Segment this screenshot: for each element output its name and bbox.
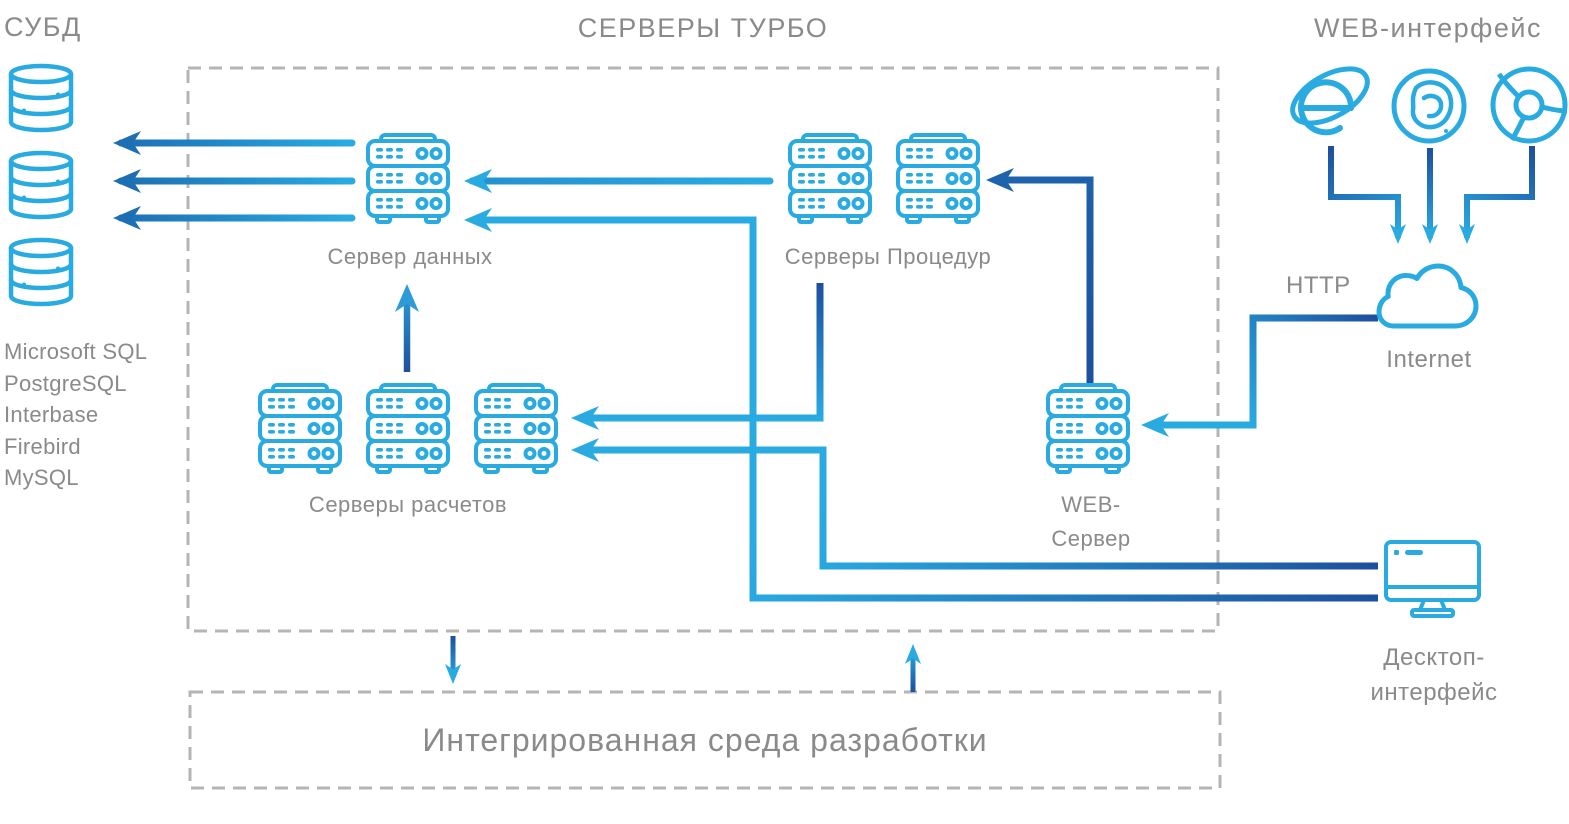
arrow-procservers-to-calcservers: [571, 283, 824, 430]
ide-label: Интегрированная среда разработки: [422, 722, 988, 758]
cloud-icon: [1376, 263, 1479, 329]
arrow-chrome-to-internet: [1459, 146, 1535, 244]
turbo-servers-dashed-box: [186, 66, 1220, 633]
web-server-label: WEB- Сервер: [1051, 488, 1130, 556]
ie-browser-icon: [1290, 66, 1370, 136]
monitor-icon: [1384, 540, 1481, 618]
database-icon: [7, 63, 75, 135]
arrow-internet-to-webserver: [1141, 314, 1378, 437]
procedure-server-icon: [788, 133, 872, 224]
calc-server-icon: [258, 383, 342, 474]
turbo-servers-title: СЕРВЕРЫ ТУРБО: [577, 13, 829, 43]
calc-servers-label: Серверы расчетов: [308, 492, 508, 517]
dbms-engine-item: MySQL: [4, 465, 79, 490]
desktop-interface-label: Десктоп- интерфейс: [1370, 640, 1497, 710]
calc-server-icon: [474, 383, 558, 474]
arrow-desktop-to-dataserver: [464, 208, 1378, 602]
database-icon: [7, 150, 75, 222]
web-server-label-line2: Сервер: [1051, 526, 1131, 551]
internet-label: Internet: [1386, 346, 1472, 373]
data-server-label: Сервер данных: [327, 244, 493, 269]
dbms-engine-item: PostgreSQL: [4, 370, 127, 396]
data-server-icon: [366, 133, 450, 224]
dbms-engine-item: Interbase: [4, 402, 99, 427]
dbms-engine-item: Microsoft SQL: [4, 339, 148, 364]
desktop-interface-label-line1: Десктоп-: [1383, 644, 1485, 671]
procedure-servers-label: Серверы Процедур: [784, 244, 992, 269]
firefox-browser-icon: [1391, 68, 1467, 144]
database-icon: [7, 237, 75, 309]
ide-dashed-box: [188, 690, 1222, 790]
calc-server-icon: [366, 383, 450, 474]
dbms-title: СУБД: [4, 12, 82, 42]
arrow-webserver-to-procservers: [986, 168, 1094, 390]
dbms-engine-list: Microsoft SQL PostgreSQL Interbase Fireb…: [4, 336, 147, 494]
http-label: HTTP: [1286, 272, 1351, 299]
dbms-engine-item: Firebird: [4, 433, 81, 459]
web-server-label-line1: WEB-: [1061, 492, 1121, 517]
procedure-server-icon: [896, 133, 980, 224]
web-interface-title: WEB-интерфейс: [1314, 13, 1542, 43]
chrome-browser-icon: [1490, 66, 1568, 144]
arrow-desktop-to-calcservers: [571, 438, 1378, 570]
desktop-interface-label-line2: интерфейс: [1370, 679, 1498, 706]
arrow-ie-to-internet: [1328, 146, 1406, 244]
web-server-icon: [1046, 383, 1130, 474]
